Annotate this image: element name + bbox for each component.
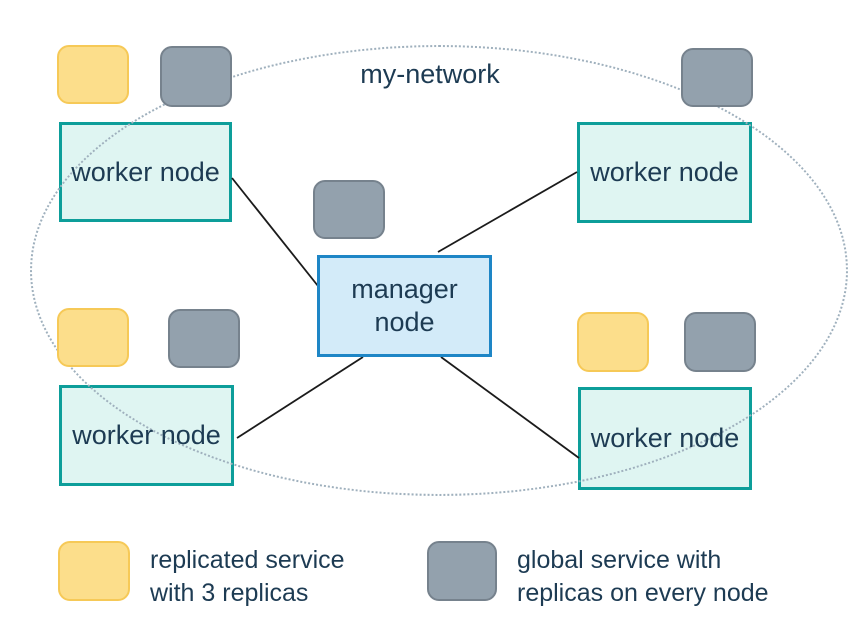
legend-global-service-text: global service with replicas on every no… <box>517 544 769 610</box>
replicated-service-icon <box>57 308 129 367</box>
legend-replicated-service-icon <box>58 541 130 601</box>
global-service-icon <box>681 48 753 107</box>
legend-replicated-service-text: replicated service with 3 replicas <box>150 544 345 610</box>
global-service-icon <box>313 180 385 239</box>
worker-node-label: worker node <box>72 420 221 450</box>
network-boundary-ellipse <box>30 45 848 496</box>
legend-global-service-icon <box>427 541 497 601</box>
worker-node-label: worker node <box>590 157 739 187</box>
replicated-service-icon <box>577 312 649 372</box>
legend-replicated-line1: replicated service <box>150 546 345 574</box>
manager-node-label: manager node <box>351 273 458 339</box>
worker-node-label: worker node <box>590 423 740 453</box>
legend-replicated-line2: with 3 replicas <box>150 579 309 607</box>
network-name-label: my-network <box>360 59 500 89</box>
global-service-icon <box>168 309 240 368</box>
worker-node-label: worker node <box>71 156 220 187</box>
manager-node-label-line1: manager <box>351 274 458 304</box>
replicated-service-icon <box>57 45 129 104</box>
manager-node: manager node <box>317 255 492 357</box>
global-service-icon <box>160 46 232 107</box>
manager-node-label-line2: node <box>374 307 435 337</box>
legend-global-line2: replicas on every node <box>517 579 769 607</box>
global-service-icon <box>684 312 756 372</box>
legend-global-line1: global service with <box>517 546 722 574</box>
